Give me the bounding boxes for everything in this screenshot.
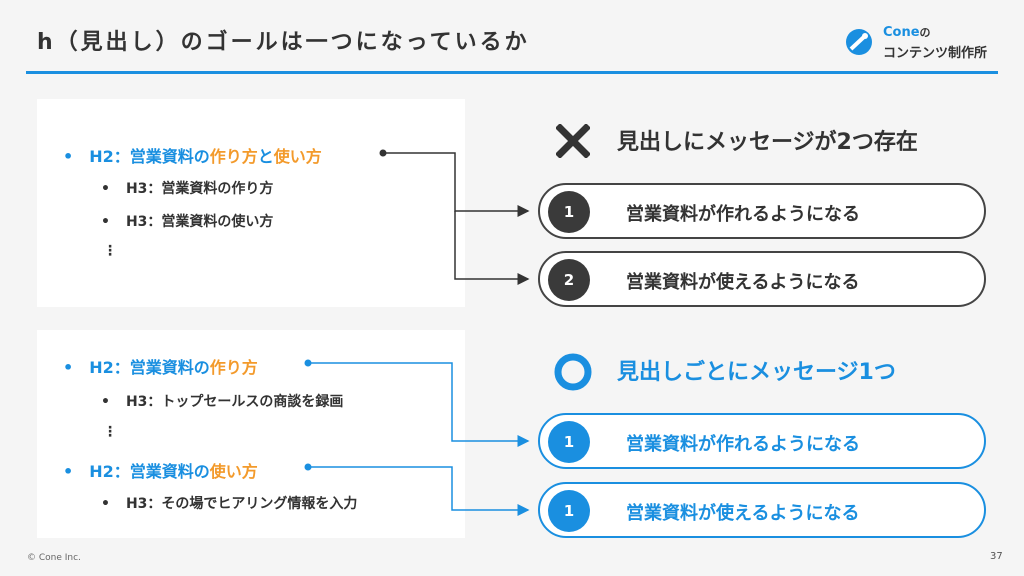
good-example-heading: 見出しごとにメッセージ1つ bbox=[617, 360, 896, 385]
good-example-outline-card: •H2：営業資料の作り方 •H3：トップセールスの商談を録画 ⋮ •H2：営業資… bbox=[37, 330, 465, 538]
message-text: 営業資料が作れるようになる bbox=[626, 434, 860, 455]
ellipsis-icon: ⋮ bbox=[103, 243, 117, 259]
logo-brand: Coneの bbox=[883, 25, 931, 40]
message-text: 営業資料が使えるようになる bbox=[626, 503, 860, 524]
h3-item: •H3：その場でヒアリング情報を入力 bbox=[101, 496, 358, 512]
message-number-badge: 1 bbox=[548, 421, 590, 463]
bad-message-pill: 2 営業資料が使えるようになる bbox=[538, 251, 986, 307]
message-number-badge: 1 bbox=[548, 191, 590, 233]
message-number-badge: 2 bbox=[548, 259, 590, 301]
bad-example-outline-card: •H2：営業資料の作り方と使い方 •H3：営業資料の作り方 •H3：営業資料の使… bbox=[37, 99, 465, 307]
slide-title: h（見出し）のゴールは一つになっているか bbox=[37, 30, 530, 55]
bullet-icon: • bbox=[63, 462, 74, 481]
logo: Coneの コンテンツ制作所 bbox=[845, 22, 1005, 62]
bullet-icon: • bbox=[101, 181, 110, 197]
bullet-icon: • bbox=[63, 358, 74, 377]
bad-message-pill: 1 営業資料が作れるようになる bbox=[538, 183, 986, 239]
message-text: 営業資料が作れるようになる bbox=[626, 204, 860, 225]
copyright: © Cone Inc. bbox=[27, 553, 81, 563]
bullet-icon: • bbox=[63, 147, 74, 166]
circle-icon bbox=[554, 353, 592, 391]
good-message-pill: 1 営業資料が使えるようになる bbox=[538, 482, 986, 538]
ellipsis-icon: ⋮ bbox=[103, 424, 117, 440]
h2-item: •H2：営業資料の使い方 bbox=[63, 462, 258, 481]
bullet-icon: • bbox=[101, 394, 110, 410]
bullet-icon: • bbox=[101, 214, 110, 230]
logo-subtitle: コンテンツ制作所 bbox=[883, 46, 988, 61]
title-underline bbox=[26, 71, 998, 74]
x-icon bbox=[556, 124, 590, 158]
h2-item: •H2：営業資料の作り方と使い方 bbox=[63, 147, 322, 166]
h3-item: •H3：営業資料の作り方 bbox=[101, 181, 274, 197]
message-number-badge: 1 bbox=[548, 490, 590, 532]
good-connectors bbox=[304, 359, 530, 516]
page-number: 37 bbox=[990, 551, 1003, 562]
good-message-pill: 1 営業資料が作れるようになる bbox=[538, 413, 986, 469]
h3-item: •H3：営業資料の使い方 bbox=[101, 214, 274, 230]
bullet-icon: • bbox=[101, 496, 110, 512]
bad-connectors bbox=[379, 149, 530, 285]
h2-item: •H2：営業資料の作り方 bbox=[63, 358, 258, 377]
message-text: 営業資料が使えるようになる bbox=[626, 272, 860, 293]
bad-example-heading: 見出しにメッセージが2つ存在 bbox=[617, 130, 918, 155]
cone-logo-icon bbox=[846, 29, 872, 55]
h3-item: •H3：トップセールスの商談を録画 bbox=[101, 394, 344, 410]
